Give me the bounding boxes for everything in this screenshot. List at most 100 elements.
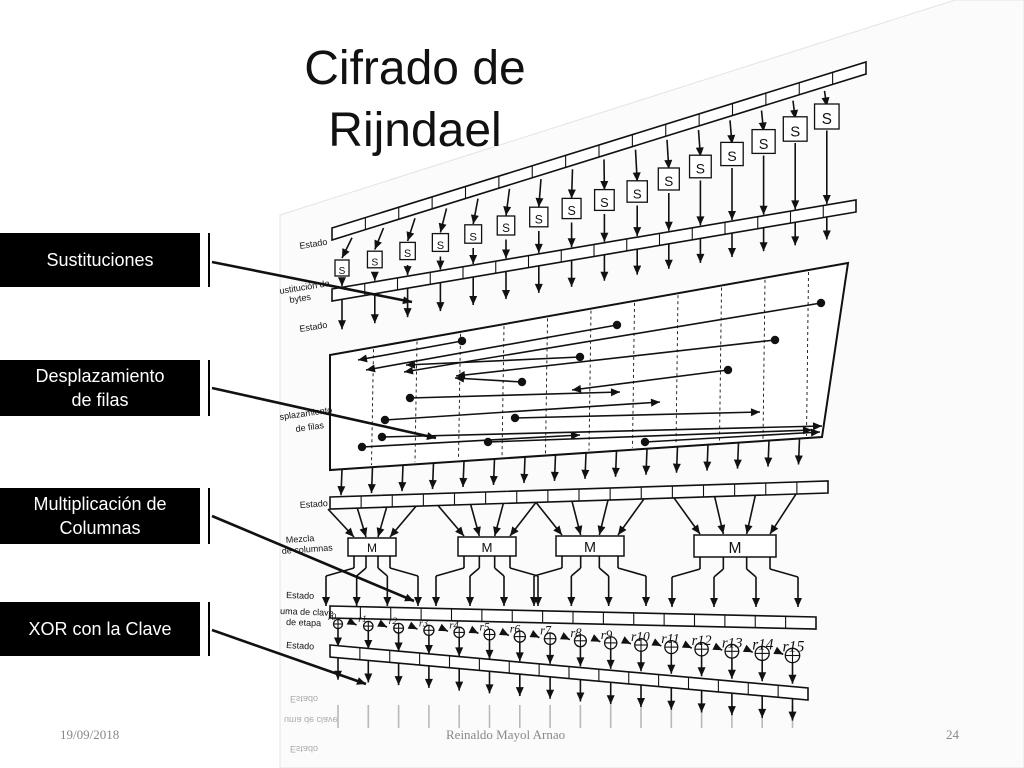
- arrow-head: [515, 652, 524, 662]
- callout-bracket: [208, 360, 210, 416]
- shift-arrow: [644, 431, 821, 443]
- arrow-head: [469, 255, 478, 265]
- s-box: [334, 259, 350, 277]
- round-key-label: r3: [419, 618, 428, 629]
- arrow-head: [758, 122, 767, 132]
- callout-arrow-head: [404, 593, 414, 602]
- arrow-head: [406, 360, 416, 369]
- mix-out-line: [746, 568, 757, 578]
- mix-out-line: [356, 567, 367, 577]
- arrow-head: [493, 526, 501, 536]
- s-box: [751, 128, 776, 155]
- arrow-head: [469, 296, 478, 306]
- arrow-head: [520, 473, 529, 483]
- arrow-head: [553, 525, 562, 535]
- callout-arrow-head: [356, 677, 366, 685]
- arrow-head: [398, 481, 407, 492]
- mix-label: M: [729, 540, 742, 557]
- arrow-head: [750, 408, 760, 417]
- bleed-through: [337, 705, 794, 728]
- arrow-head: [499, 627, 509, 636]
- arrow-head: [650, 398, 660, 407]
- arrow-head: [515, 687, 524, 697]
- arrow-head: [367, 484, 376, 494]
- arrow-head: [546, 654, 555, 664]
- callout-xor-label: XOR con la Clave: [28, 619, 172, 639]
- arrow-head: [534, 283, 543, 293]
- arrow-head: [376, 527, 385, 537]
- arrow-head: [642, 465, 651, 475]
- mix-out-line: [533, 567, 563, 577]
- mix-column-box: [457, 536, 517, 557]
- s-box: [464, 224, 483, 244]
- shift-arrow: [409, 391, 621, 399]
- s-box-label: S: [502, 222, 510, 235]
- mix-label: M: [584, 540, 596, 556]
- arrow-head: [485, 684, 494, 694]
- mix-label: M: [482, 540, 493, 555]
- arrow-head: [394, 642, 403, 652]
- footer-date: 19/09/2018: [60, 727, 120, 742]
- s-box-label: S: [567, 204, 575, 218]
- s-box-label: S: [600, 195, 609, 210]
- arrow-head: [337, 486, 346, 496]
- arrow-head: [338, 277, 346, 287]
- mezcla-label: Mezcla: [285, 533, 314, 545]
- arrow-head: [404, 366, 414, 375]
- arrow-head: [455, 374, 465, 383]
- s-box-label: S: [727, 149, 736, 165]
- arrow-head: [510, 526, 519, 536]
- arrow-head: [466, 597, 474, 606]
- arrow-head: [651, 638, 662, 646]
- round-key-label: r7: [540, 624, 552, 638]
- mix-out-line: [389, 567, 419, 577]
- arrow-head: [672, 463, 681, 473]
- arrow-head: [502, 289, 510, 299]
- arrow-head: [790, 109, 799, 119]
- shift-arrow: [571, 369, 729, 391]
- callout-xor: XOR con la Clave: [0, 602, 210, 656]
- estado-label: Estado: [286, 590, 314, 601]
- arrow-head: [742, 644, 753, 653]
- arrow-head: [489, 475, 498, 485]
- round-key-label: r0: [328, 612, 337, 622]
- footer-page: 24: [946, 727, 959, 742]
- arrow-head: [697, 703, 706, 713]
- arrow-head: [773, 646, 784, 655]
- bleed-estado: Estado: [290, 744, 318, 754]
- callout-desplazamiento-line2: de filas: [71, 390, 129, 410]
- arrow-head: [727, 669, 736, 679]
- arrow-head: [403, 308, 412, 318]
- arrow-head: [822, 194, 831, 204]
- mix-column-box: [555, 535, 625, 557]
- arrow-head: [770, 524, 779, 534]
- arrow-head: [597, 525, 606, 535]
- mix-out-line: [377, 567, 388, 577]
- arrow-head: [576, 692, 585, 702]
- arrow-head: [438, 222, 447, 233]
- callout-desplazamiento-line1: Desplazamiento: [35, 366, 165, 386]
- arrow-head: [394, 676, 403, 686]
- s-box-label: S: [339, 266, 346, 277]
- arrow-head: [567, 597, 576, 606]
- arrow-head: [414, 597, 422, 606]
- arrow-head: [383, 597, 392, 606]
- s-box-label: S: [469, 231, 477, 243]
- shift-arrow: [405, 356, 581, 366]
- arrow-head: [759, 205, 768, 215]
- round-key-label: r13: [722, 635, 743, 651]
- round-key-label: r11: [661, 632, 679, 647]
- round-key-label: r9: [601, 627, 613, 642]
- s-box: [593, 188, 615, 212]
- arrow-head: [342, 248, 350, 258]
- arrow-head: [788, 711, 797, 721]
- s-box-label: S: [371, 258, 378, 269]
- arrow-head: [642, 597, 650, 606]
- mix-out-line: [435, 567, 465, 577]
- arrow-head: [424, 644, 433, 654]
- shift-arrow: [361, 434, 581, 448]
- footer-author: Reinaldo Mayol Arnao: [446, 727, 566, 742]
- mix-out-line: [713, 568, 724, 578]
- callout-sustituciones-label: Sustituciones: [46, 250, 154, 270]
